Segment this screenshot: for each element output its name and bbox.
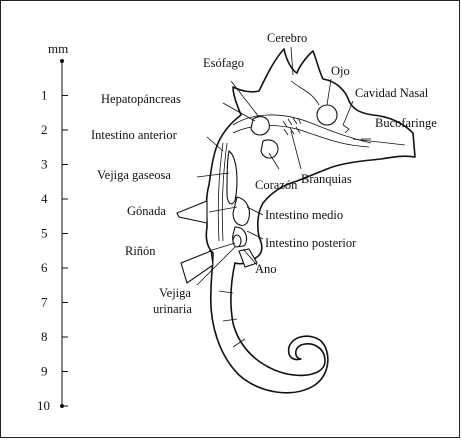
scale-tick-label: 10 (37, 398, 50, 413)
label-intestino-medio: Intestino medio (265, 208, 343, 222)
label-ano: Ano (255, 262, 277, 276)
scale-top-dot (60, 59, 64, 63)
eye (317, 105, 337, 125)
scale-tick-label: 5 (41, 226, 48, 241)
kidney (233, 235, 241, 247)
scale-ticks: 1 2 3 4 5 6 7 8 9 10 (37, 88, 68, 414)
scale-tick-label: 8 (41, 329, 48, 344)
label-hepatopancreas: Hepatopáncreas (101, 92, 181, 106)
scale-tick-label: 1 (41, 88, 48, 103)
hepatopancreas (251, 117, 269, 135)
scale-tick-label: 3 (41, 157, 48, 172)
label-branquias: Branquias (301, 172, 352, 186)
label-ojo: Ojo (331, 64, 350, 78)
scale-tick-label: 2 (41, 122, 48, 137)
scale-tick-label: 7 (41, 295, 48, 310)
heart (261, 140, 278, 158)
label-intestino-anterior: Intestino anterior (91, 128, 178, 142)
dorsal-fin (177, 201, 207, 223)
scale-tick-label: 9 (41, 364, 48, 379)
label-cavidad-nasal: Cavidad Nasal (355, 86, 429, 100)
label-gonada: Gónada (127, 204, 166, 218)
scale-unit: mm (48, 41, 68, 56)
anal-fin-region (181, 251, 213, 283)
scale-bar: mm 1 2 3 4 5 6 7 8 9 10 (37, 41, 68, 413)
label-vejiga-gaseosa: Vejiga gaseosa (97, 168, 171, 182)
label-cerebro: Cerebro (267, 31, 307, 45)
label-intestino-posterior: Intestino posterior (265, 236, 357, 250)
scale-tick-label: 4 (41, 191, 48, 206)
label-corazon: Corazón (255, 178, 298, 192)
label-vejiga-urinaria-1: Vejiga (159, 286, 191, 300)
scale-tick-label: 6 (41, 260, 48, 275)
label-vejiga-urinaria-2: urinaria (153, 302, 192, 316)
label-esofago: Esófago (203, 56, 244, 70)
label-rinon: Riñón (125, 244, 156, 258)
label-bucofaringe: Bucofaringe (375, 116, 437, 130)
